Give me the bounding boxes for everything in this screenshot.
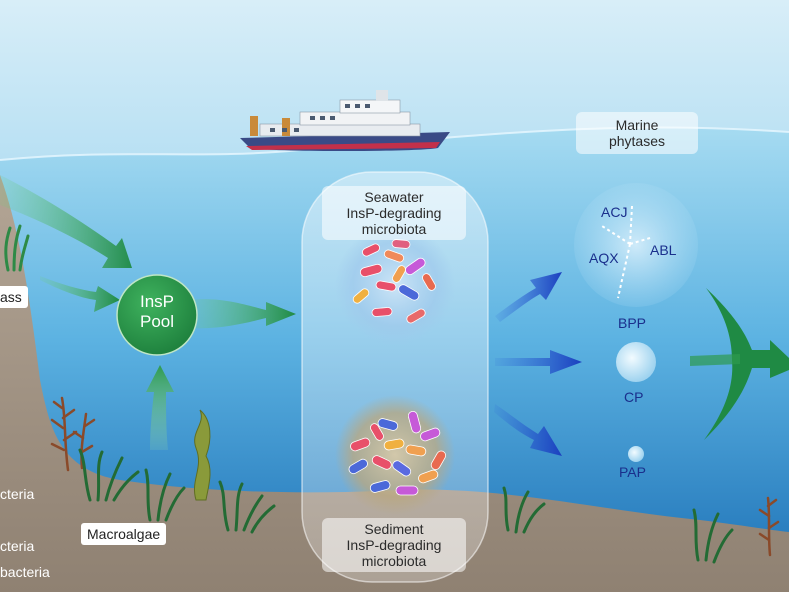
sediment-microbiota bbox=[335, 395, 455, 515]
arrow-to-cp bbox=[495, 350, 582, 374]
bacteria-label-1: cteria bbox=[0, 486, 35, 502]
marine-phytases-label: Marine phytases bbox=[576, 112, 698, 154]
hap-phytase-bubble bbox=[574, 183, 698, 307]
phytase-acj: ACJ bbox=[601, 204, 628, 220]
insp-pool-line1: InsP bbox=[139, 292, 175, 311]
seawater-label-line2: InsP-degrading bbox=[346, 205, 442, 221]
kelp-icon bbox=[194, 409, 211, 501]
insp-pool-line2: Pool bbox=[139, 312, 175, 331]
pool-tail bbox=[190, 299, 296, 329]
phytase-aqx: AQX bbox=[589, 250, 619, 266]
phytases-label-line1: Marine bbox=[615, 117, 659, 133]
arrow-to-pap bbox=[494, 404, 562, 456]
bacteria-label-3: bacteria bbox=[0, 564, 50, 580]
seawater-microbiota bbox=[335, 225, 455, 345]
phytase-bpp: BPP bbox=[618, 315, 647, 331]
research-vessel-icon bbox=[240, 90, 450, 151]
macroalgae-label: Macroalgae bbox=[81, 523, 167, 545]
sediment-label-line1: Sediment bbox=[364, 521, 424, 537]
phytase-cp: CP bbox=[624, 389, 644, 405]
bacteria-label-2: cteria bbox=[0, 538, 35, 554]
phytases-label-line2: phytases bbox=[608, 133, 666, 149]
merge-arrow bbox=[704, 288, 789, 440]
sediment-label-line3: microbiota bbox=[361, 553, 427, 569]
brown-algae-icon bbox=[758, 496, 780, 557]
phytase-pap: PAP bbox=[619, 464, 646, 480]
insp-pool-label: InsP Pool bbox=[117, 292, 197, 332]
sediment-label-line2: InsP-degrading bbox=[346, 537, 442, 553]
seagrass-icon bbox=[4, 224, 30, 272]
phytase-divider-lines bbox=[601, 205, 651, 299]
seawater-label-line3: microbiota bbox=[361, 221, 427, 237]
arrow-from-upper-left bbox=[0, 175, 132, 268]
arrow-to-hap bbox=[495, 272, 562, 322]
seagrass-icon bbox=[78, 448, 734, 564]
brown-algae-icon bbox=[50, 396, 96, 472]
phytase-abl: ABL bbox=[650, 242, 677, 258]
sediment-microbiota-label: Sediment InsP-degrading microbiota bbox=[322, 518, 466, 572]
biomass-label: ass bbox=[0, 286, 28, 308]
arrow-from-biomass bbox=[40, 276, 120, 312]
cp-phytase-bubble bbox=[616, 342, 656, 382]
seawater-microbiota-label: Seawater InsP-degrading microbiota bbox=[322, 186, 466, 240]
insp-pool bbox=[116, 274, 198, 356]
seawater-label-line1: Seawater bbox=[364, 189, 424, 205]
arrow-from-macroalgae bbox=[146, 365, 174, 450]
merge-arrow-left bbox=[690, 354, 740, 366]
pap-phytase-bubble bbox=[628, 446, 644, 462]
